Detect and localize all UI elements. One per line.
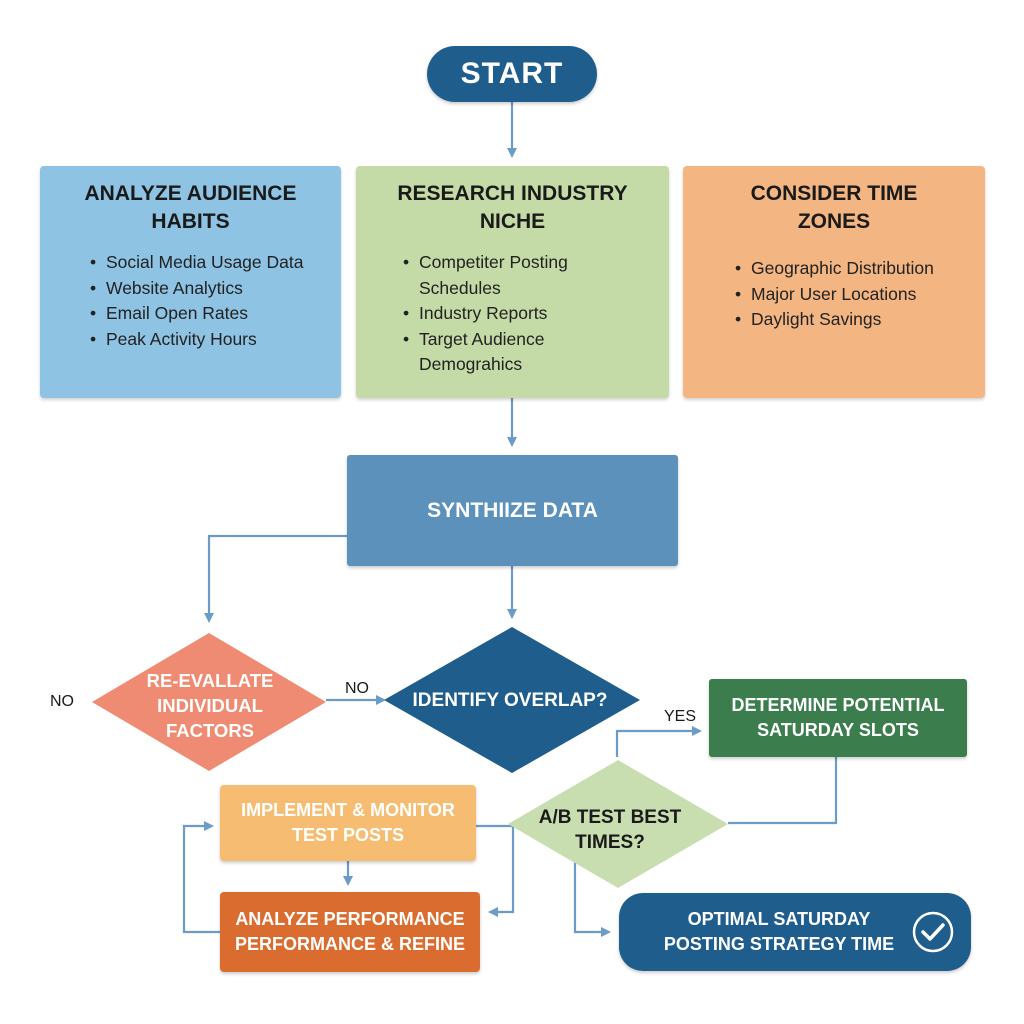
synthesize-data-node: SYNTHIIZE DATA <box>347 455 678 566</box>
list-item: Geographic Distribution <box>735 256 967 282</box>
edge-label-yes: YES <box>664 708 697 725</box>
edge-abtest-to-determine <box>615 726 702 757</box>
edge-label-no-left: NO <box>50 693 74 710</box>
edge-label-no-mid: NO <box>345 680 369 697</box>
analyze-audience-card: ANALYZE AUDIENCE HABITS Social Media Usa… <box>40 166 341 398</box>
list-item: Industry Reports <box>403 301 651 327</box>
check-circle-icon <box>912 911 954 953</box>
analyze-audience-list: Social Media Usage Data Website Analytic… <box>58 250 323 352</box>
reevaluate-diamond <box>92 633 326 771</box>
reevaluate-label: RE-EVALLATE INDIVIDUAL FACTORS <box>146 669 274 741</box>
analyze-audience-title: ANALYZE AUDIENCE HABITS <box>84 182 297 233</box>
optimal-strategy-node: OPTIMAL SATURDAY POSTING STRATEGY TIME <box>619 893 971 971</box>
list-item: Website Analytics <box>90 276 323 302</box>
determine-slots-node: DETERMINE POTENTIAL SATURDAY SLOTS <box>709 679 967 757</box>
ab-test-label: A/B TEST BEST TIMES? <box>538 807 682 853</box>
consider-timezones-card: CONSIDER TIME ZONES Geographic Distribut… <box>683 166 985 398</box>
edge-feedback-loop <box>182 821 220 934</box>
consider-timezones-list: Geographic Distribution Major User Locat… <box>701 256 967 333</box>
identify-overlap-label: IDENTIFY OVERLAP? <box>412 689 608 711</box>
edge-determine-to-abtest <box>728 757 838 825</box>
research-industry-list: Competiter Posting Schedules Industry Re… <box>374 250 651 378</box>
list-item: Social Media Usage Data <box>90 250 323 276</box>
list-item: Peak Activity Hours <box>90 327 323 353</box>
research-industry-title: RESEARCH INDUSTRY NICHE <box>397 182 628 233</box>
research-industry-card: RESEARCH INDUSTRY NICHE Competiter Posti… <box>356 166 669 398</box>
optimal-strategy-label: OPTIMAL SATURDAY POSTING STRATEGY TIME <box>663 909 895 954</box>
list-item: Target Audience Demograhics <box>403 327 651 378</box>
list-item: Major User Locations <box>735 282 967 308</box>
edge-abtest-to-optimal <box>573 862 611 937</box>
edge-synthesize-to-reevaluate <box>204 534 347 623</box>
list-item: Competiter Posting Schedules <box>403 250 651 301</box>
analyze-performance-node: ANALYZE PERFORMANCE PERFORMANCE & REFINE <box>220 892 480 972</box>
list-item: Daylight Savings <box>735 307 967 333</box>
list-item: Email Open Rates <box>90 301 323 327</box>
edge-abtest-to-analyze <box>476 824 515 917</box>
consider-timezones-title: CONSIDER TIME ZONES <box>750 182 918 233</box>
start-node: START <box>427 46 597 102</box>
overlap-diamond <box>384 627 640 773</box>
implement-monitor-node: IMPLEMENT & MONITOR TEST POSTS <box>220 785 476 861</box>
abtest-diamond <box>508 760 728 888</box>
